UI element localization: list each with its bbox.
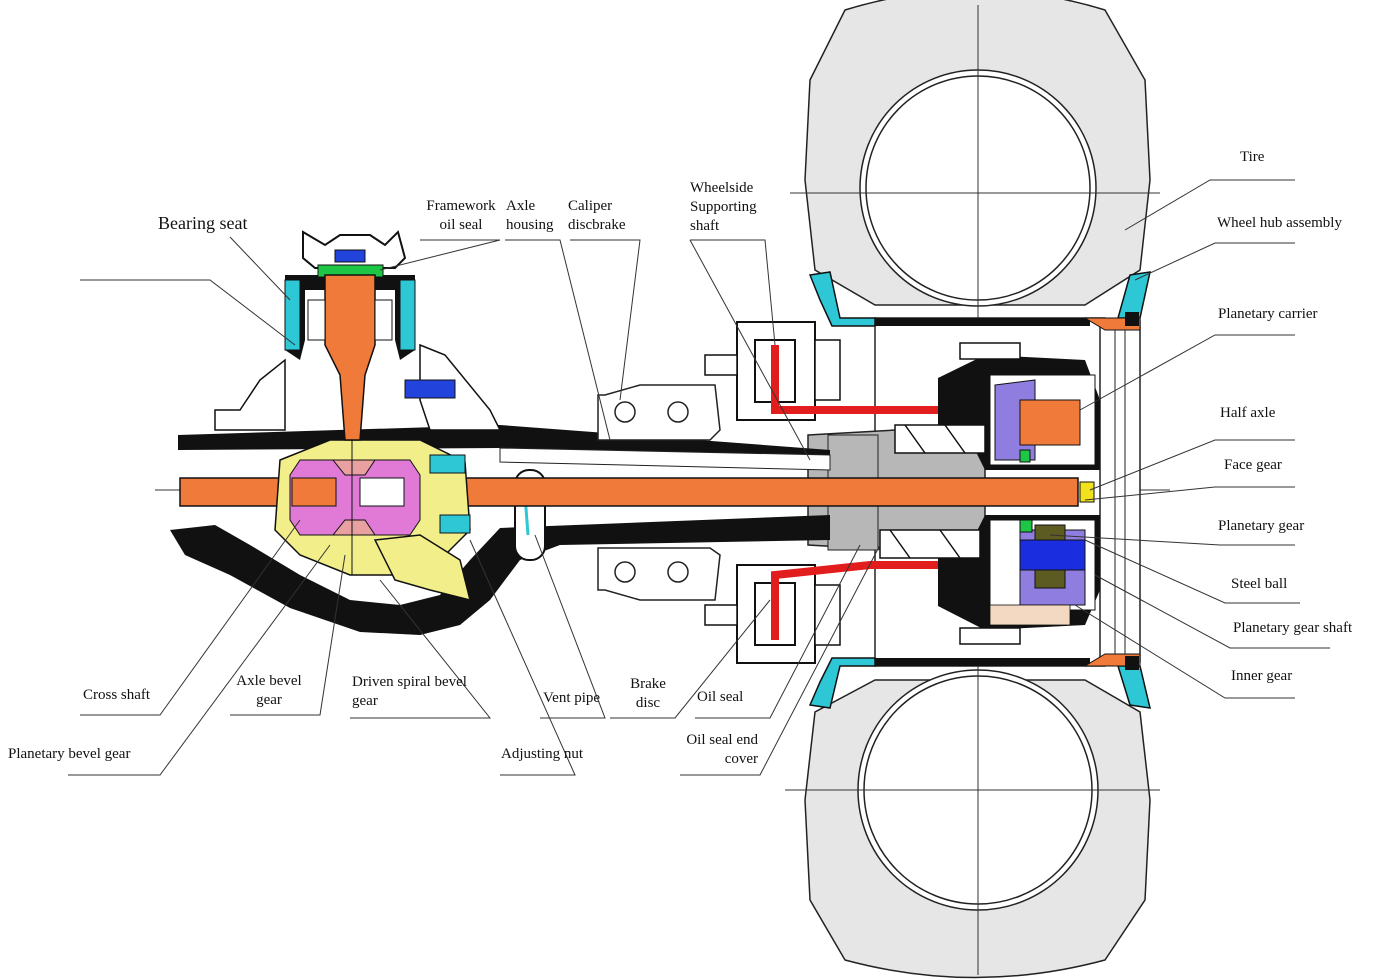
label-oil-seal-end-cover: Oil seal end cover — [668, 731, 758, 769]
brake-caliper-upper — [704, 321, 841, 421]
label-brake-disc-line2: disc — [635, 695, 661, 711]
label-axle-housing-line1: Axle — [506, 198, 536, 214]
label-axle-bevel-line1: Axle bevel — [236, 673, 302, 689]
label-framework-oil-seal-line2: oil seal — [439, 217, 483, 233]
bearing-seat-assembly — [214, 230, 502, 441]
label-adjusting-nut: Adjusting nut — [501, 746, 584, 762]
label-axle-bevel-line2: gear — [256, 692, 282, 708]
spring-brackets — [597, 384, 721, 601]
label-axle-bevel-gear: Axle bevel gear — [228, 672, 310, 710]
label-wheelside-supporting-shaft: Wheelside Supporting shaft — [690, 179, 757, 236]
label-steel-ball: Steel ball — [1231, 576, 1288, 592]
label-vent-pipe: Vent pipe — [543, 690, 601, 706]
label-bearing-seat: Bearing seat — [158, 213, 248, 233]
label-caliper-line1: Caliper — [568, 198, 613, 214]
label-axle-housing: Axle housing — [506, 197, 554, 235]
label-driven-spiral-bevel-gear: Driven spiral bevel gear — [352, 673, 467, 711]
label-planetary-gear: Planetary gear — [1218, 518, 1305, 534]
label-wheelside-line1: Wheelside — [690, 180, 754, 196]
label-brake-disc-line1: Brake — [630, 676, 666, 692]
label-axle-housing-line2: housing — [506, 217, 554, 233]
label-face-gear: Face gear — [1224, 457, 1282, 473]
label-driven-spiral-line2: gear — [352, 693, 378, 709]
label-cross-shaft: Cross shaft — [83, 687, 151, 703]
leader-lines — [68, 179, 1330, 776]
axle-housing — [170, 425, 831, 635]
planetary-reducer — [938, 355, 1100, 630]
label-planetary-gear-shaft: Planetary gear shaft — [1233, 620, 1353, 636]
label-inner-gear: Inner gear — [1231, 668, 1293, 684]
label-wheel-hub-assembly: Wheel hub assembly — [1217, 215, 1342, 231]
label-tire: Tire — [1240, 149, 1265, 165]
label-planetary-bevel-gear: Planetary bevel gear — [8, 746, 131, 762]
label-wheelside-line3: shaft — [690, 218, 720, 234]
differential — [274, 439, 472, 602]
label-half-axle: Half axle — [1220, 405, 1276, 421]
label-framework-oil-seal: Framework oil seal — [420, 197, 502, 235]
label-wheelside-line2: Supporting — [690, 199, 757, 215]
hub-bearings — [879, 342, 1021, 645]
label-caliper-discbrake: Caliper discbrake — [568, 197, 625, 235]
label-caliper-line2: discbrake — [568, 217, 626, 233]
label-oil-seal-end-line2: cover — [724, 751, 758, 767]
label-driven-spiral-line1: Driven spiral bevel — [352, 674, 467, 690]
label-planetary-carrier: Planetary carrier — [1218, 306, 1318, 322]
label-brake-disc: Brake disc — [626, 675, 670, 713]
label-oil-seal: Oil seal — [697, 689, 744, 705]
label-oil-seal-end-line1: Oil seal end — [686, 732, 758, 748]
label-framework-oil-seal-line1: Framework — [426, 198, 496, 214]
